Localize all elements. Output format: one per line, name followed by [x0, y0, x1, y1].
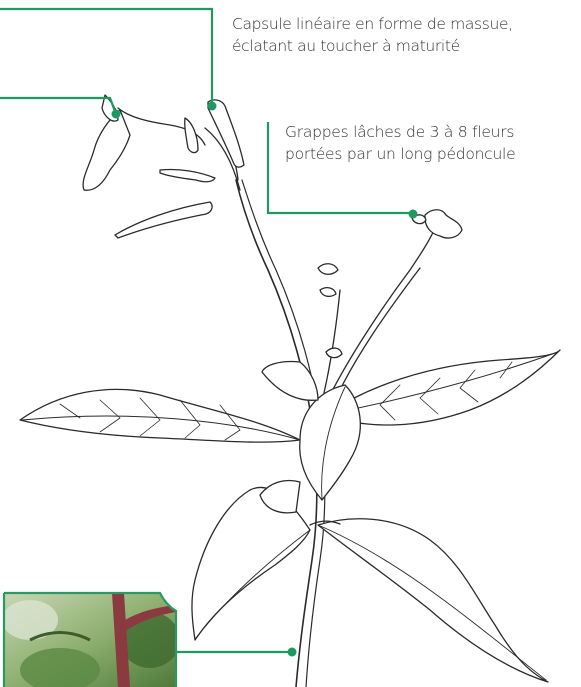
dot-stem: [288, 648, 297, 657]
dot-flower: [112, 110, 121, 119]
caption-capsule-line2: éclatant au toucher à maturité: [232, 35, 513, 57]
capsule-mid: [160, 169, 215, 181]
dot-grappes: [409, 210, 418, 219]
leader-dots: [112, 102, 418, 657]
caption-capsule: Capsule linéaire en forme de massue, écl…: [232, 13, 513, 57]
stem-photo: [2, 593, 180, 687]
flower-cluster-right: [425, 210, 462, 238]
leaf-lower-right: [318, 519, 548, 682]
capsule-upper-2: [185, 118, 198, 153]
leaf-left-large: [20, 389, 300, 442]
caption-grappes-line2: portées par un long pédoncule: [285, 143, 515, 165]
caption-grappes-line1: Grappes lâches de 3 à 8 fleurs: [285, 121, 515, 143]
flower-left: [83, 110, 130, 190]
caption-grappes: Grappes lâches de 3 à 8 fleurs portées p…: [285, 121, 515, 165]
buds-mid: [318, 264, 342, 358]
capsule-long: [115, 202, 212, 238]
leader-capsule: [0, 9, 212, 104]
dot-capsule: [208, 102, 217, 111]
leader-flower: [0, 98, 116, 114]
caption-capsule-line1: Capsule linéaire en forme de massue,: [232, 13, 513, 35]
